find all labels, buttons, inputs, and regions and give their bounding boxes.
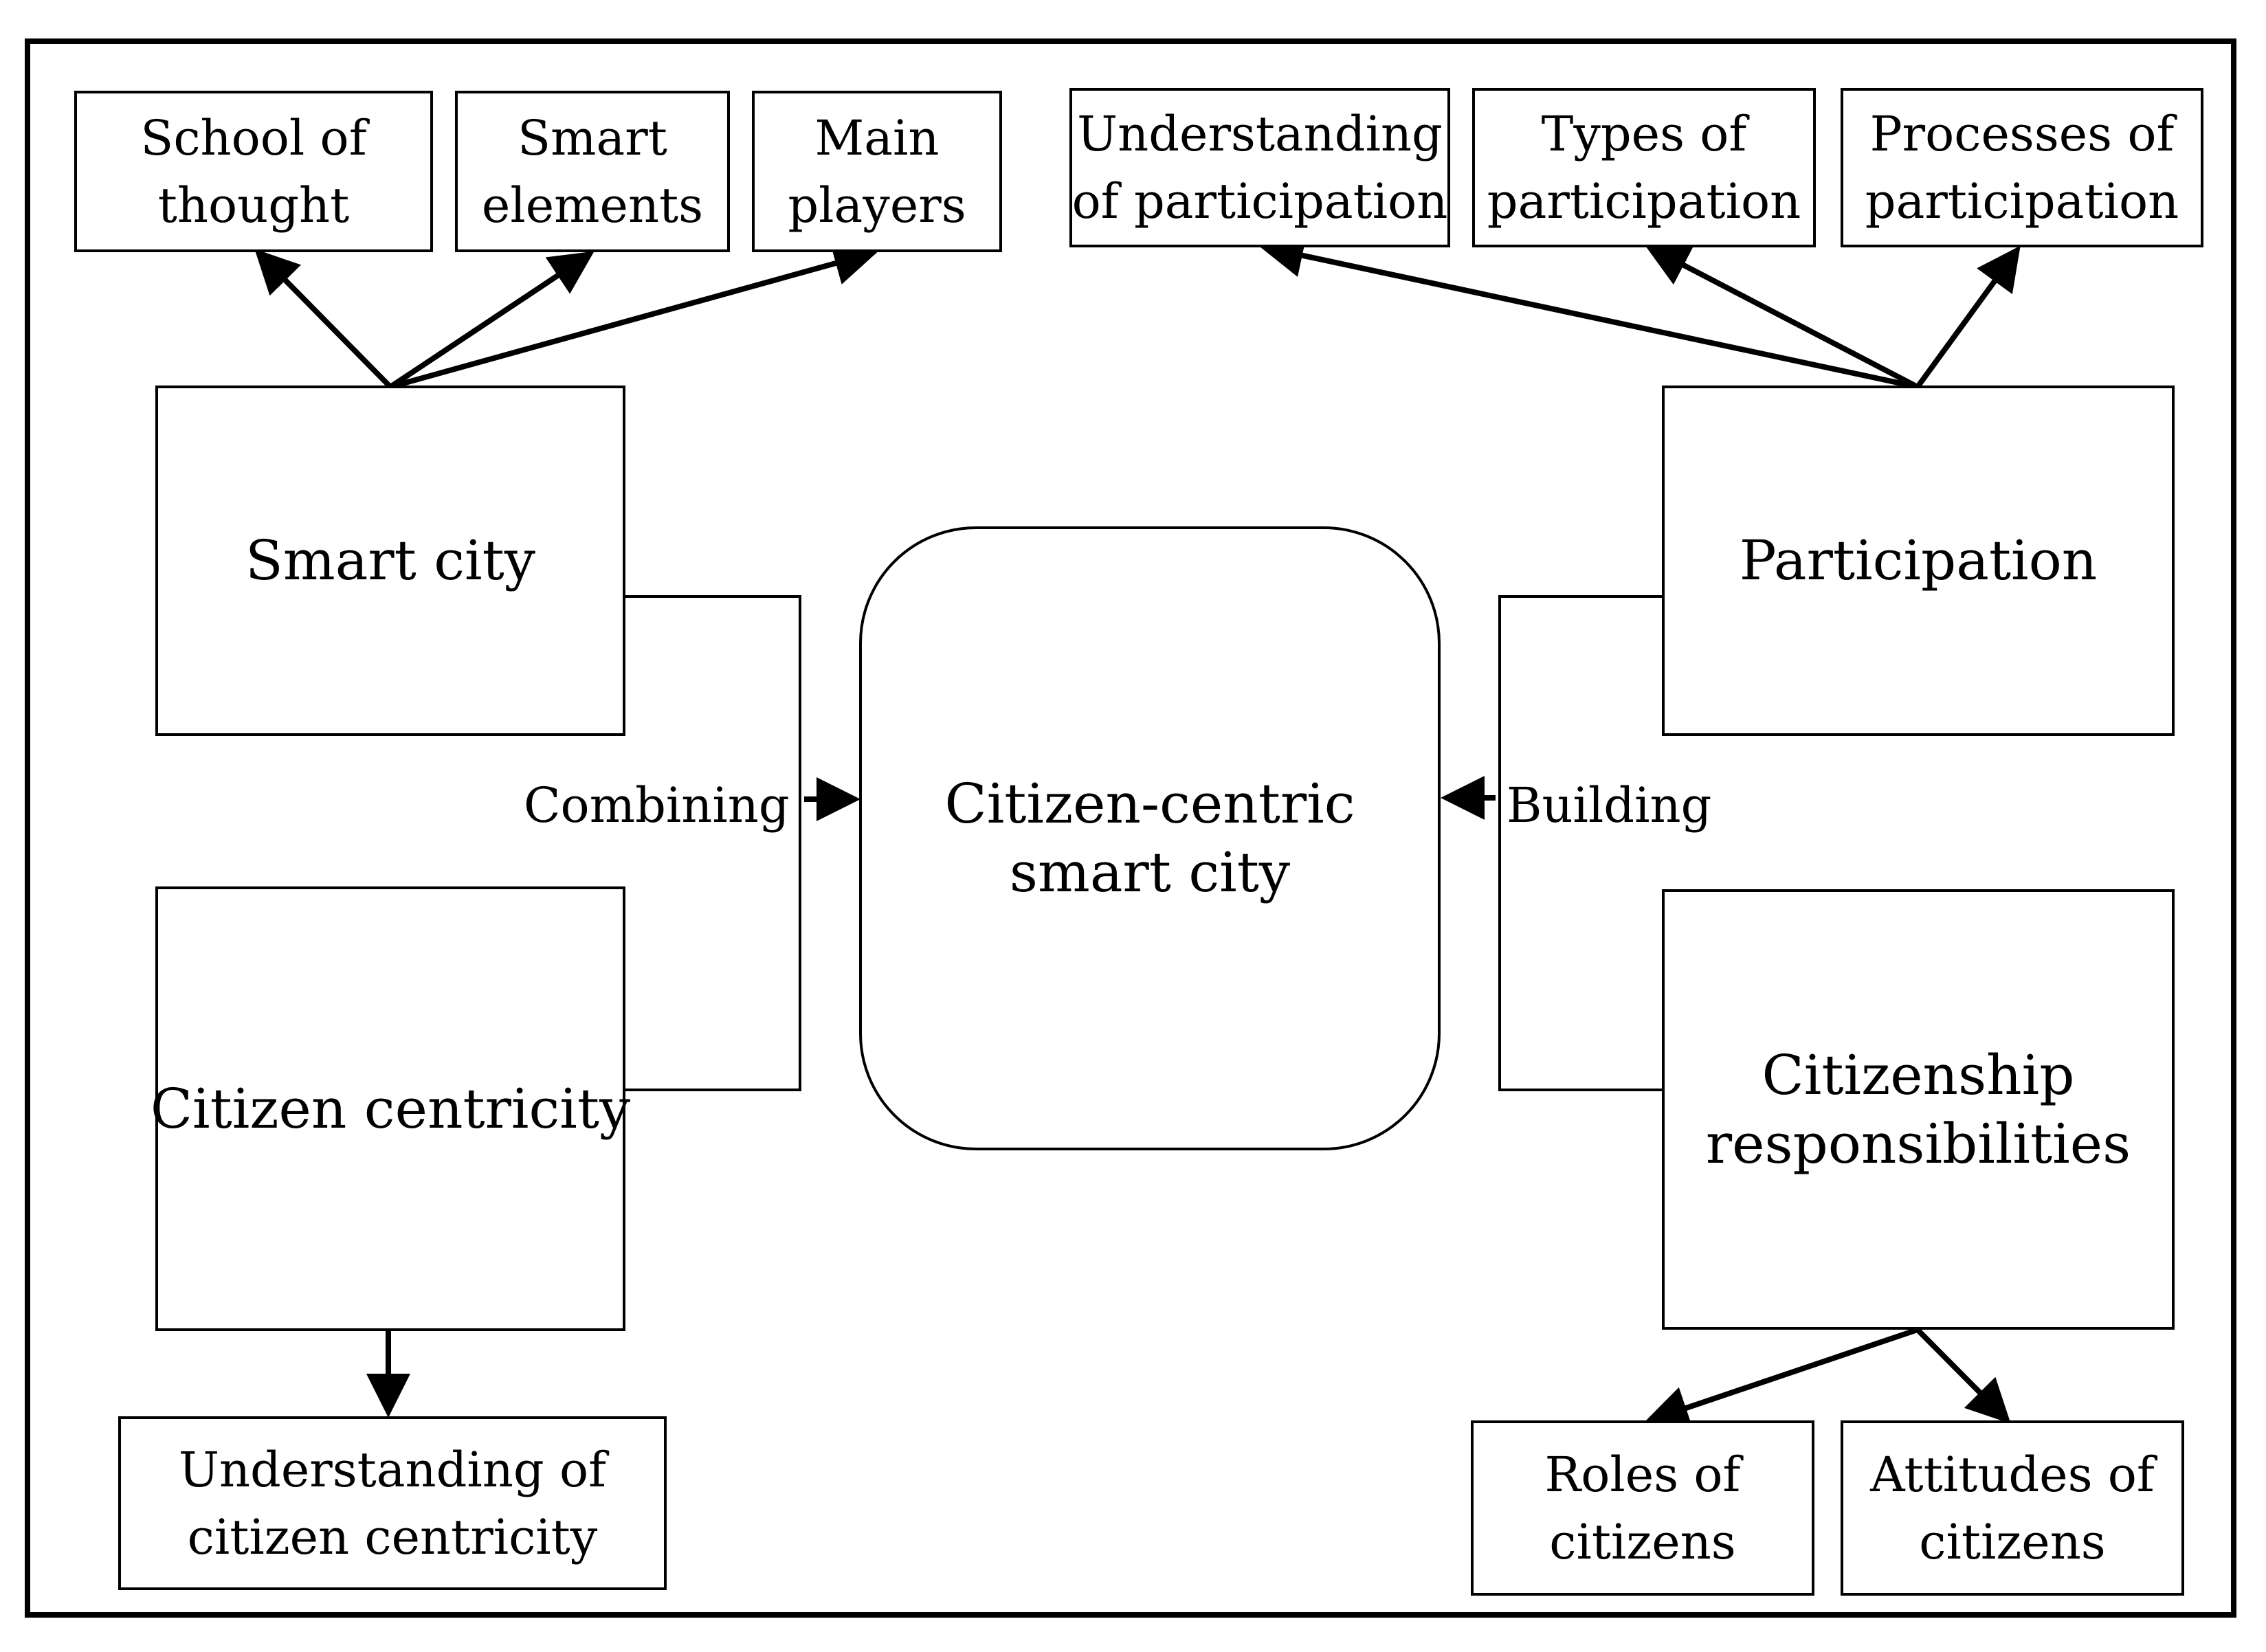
smart-elements-box: Smart elements (455, 91, 730, 252)
combining-label: Combining (524, 777, 790, 834)
roles-of-citizens-box: Roles of citizens (1471, 1420, 1814, 1596)
diagram-frame (25, 38, 2236, 1618)
citizen-centricity-box: Citizen centricity (151, 886, 630, 1331)
citizenship-responsibilities-box: Citizenship responsibilities (1662, 889, 2175, 1330)
understanding-of-citizen-centricity-box: Understanding of citizen centricity (118, 1416, 667, 1590)
smart-city-box: Smart city (155, 386, 625, 736)
processes-of-participation-box: Processes of participation (1841, 88, 2203, 247)
building-label: Building (1507, 777, 1712, 834)
citizen-centric-smart-city-box: Citizen-centric smart city (859, 526, 1441, 1150)
understanding-of-participation-box: Understanding of participation (1069, 88, 1450, 247)
participation-box: Participation (1662, 386, 2175, 736)
school-of-thought-box: School of thought (74, 91, 433, 252)
main-players-box: Main players (752, 91, 1002, 252)
types-of-participation-box: Types of participation (1472, 88, 1816, 247)
attitudes-of-citizens-box: Attitudes of citizens (1841, 1420, 2184, 1596)
